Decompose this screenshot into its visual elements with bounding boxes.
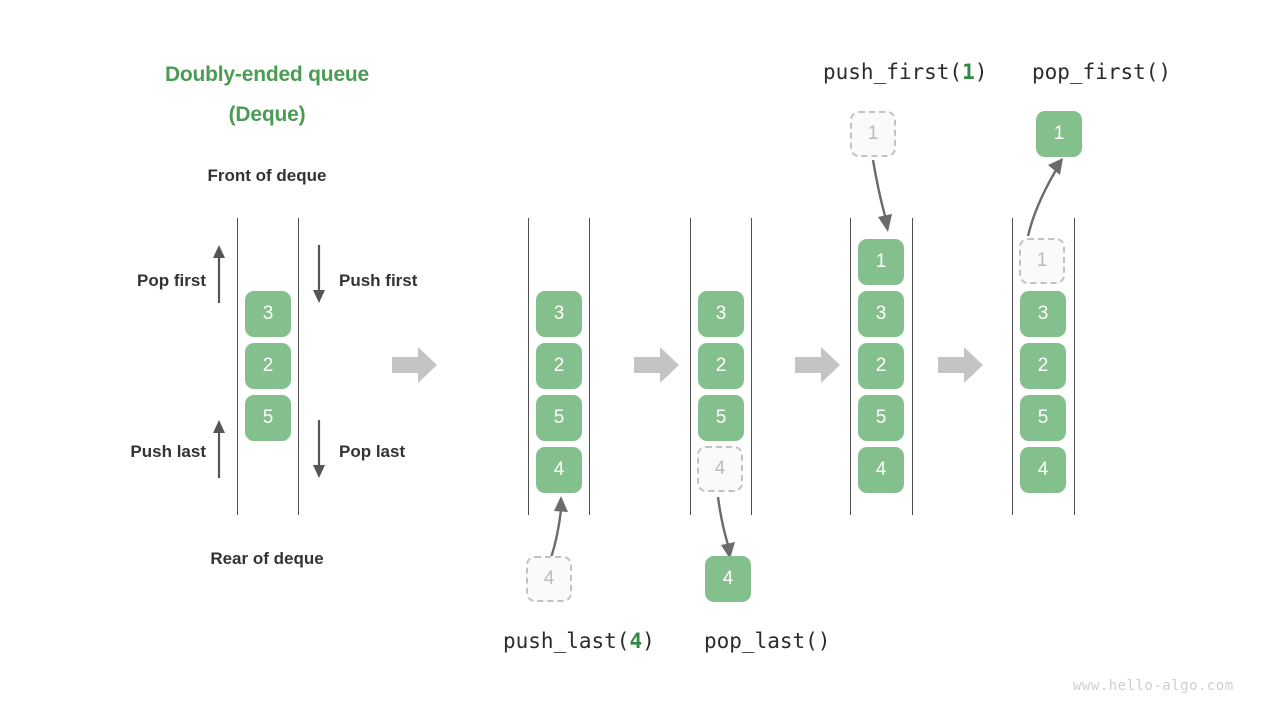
- pop-first-label: Pop first: [137, 271, 206, 290]
- pop-last-output-box: 4: [705, 556, 751, 602]
- push-first-input-ghost-box: 1: [850, 111, 896, 157]
- op-close: ): [974, 60, 988, 84]
- push-first-label: Push first: [339, 271, 418, 290]
- deque-rail-right: [1074, 218, 1075, 515]
- deque-element: 2: [698, 343, 744, 389]
- deque-element-removed: 4: [697, 446, 743, 492]
- pop-last-arrow-down: [313, 420, 325, 478]
- deque-rail-right: [912, 218, 913, 515]
- deque-element: 3: [536, 291, 582, 337]
- push-last-connector-arrow: [549, 496, 568, 559]
- page-title: Doubly-ended queue (Deque): [147, 55, 387, 135]
- pop-first-arrow-up: [213, 245, 225, 303]
- op-label-push-last: push_last(4): [503, 629, 655, 653]
- deque-rail-left: [528, 218, 529, 515]
- push-first-arrow-down: [313, 245, 325, 303]
- deque-element: 2: [245, 343, 291, 389]
- deque-rail-left: [850, 218, 851, 515]
- deque-element-removed: 1: [1019, 238, 1065, 284]
- push-first-connector-arrow: [871, 159, 892, 232]
- pop-first-output-box: 1: [1036, 111, 1082, 157]
- op-arg: 1: [962, 60, 975, 84]
- pop-first-connector-arrow: [1026, 158, 1063, 237]
- deque-element: 3: [698, 291, 744, 337]
- deque-element: 5: [1020, 395, 1066, 441]
- deque-element: 3: [245, 291, 291, 337]
- deque-rail-left: [1012, 218, 1013, 515]
- deque-element: 5: [536, 395, 582, 441]
- op-name: pop_first(): [1032, 60, 1172, 84]
- deque-rail-left: [690, 218, 691, 515]
- op-arg: 4: [629, 629, 643, 653]
- op-close: ): [642, 629, 655, 653]
- deque-element: 4: [858, 447, 904, 493]
- op-name: push_first(: [823, 60, 963, 84]
- push-last-label: Push last: [130, 442, 206, 461]
- deque-element: 5: [858, 395, 904, 441]
- deque-rail-right: [751, 218, 752, 515]
- deque-element: 4: [1020, 447, 1066, 493]
- op-name: push_last(: [503, 629, 630, 653]
- deque-element: 5: [245, 395, 291, 441]
- deque-element: 1: [858, 239, 904, 285]
- step-arrow-icon: [392, 347, 437, 383]
- deque-rail-right: [298, 218, 299, 515]
- op-label-pop-first: pop_first(): [1032, 60, 1171, 84]
- op-label-pop-last: pop_last(): [704, 629, 830, 653]
- step-arrow-icon: [795, 347, 840, 383]
- push-last-arrow-up: [213, 420, 225, 478]
- pop-last-label: Pop last: [339, 442, 406, 461]
- deque-element: 3: [1020, 291, 1066, 337]
- deque-element: 3: [858, 291, 904, 337]
- deque-element: 2: [1020, 343, 1066, 389]
- deque-element: 5: [698, 395, 744, 441]
- site-watermark: www.hello-algo.com: [1073, 678, 1234, 694]
- deque-element: 2: [536, 343, 582, 389]
- deque-element: 2: [858, 343, 904, 389]
- op-name: pop_last(): [704, 629, 831, 653]
- deque-element: 4: [536, 447, 582, 493]
- rear-of-deque-label: Rear of deque: [210, 549, 324, 568]
- deque-rail-right: [589, 218, 590, 515]
- pop-last-connector-arrow: [716, 496, 735, 559]
- op-label-push-first: push_first(1): [823, 60, 987, 84]
- title-line-1: Doubly-ended queue: [164, 63, 370, 86]
- front-of-deque-label: Front of deque: [207, 166, 327, 185]
- deque-rail-left: [237, 218, 238, 515]
- step-arrow-icon: [634, 347, 679, 383]
- step-arrow-icon: [938, 347, 983, 383]
- title-line-2: (Deque): [228, 103, 306, 126]
- push-last-input-ghost-box: 4: [526, 556, 572, 602]
